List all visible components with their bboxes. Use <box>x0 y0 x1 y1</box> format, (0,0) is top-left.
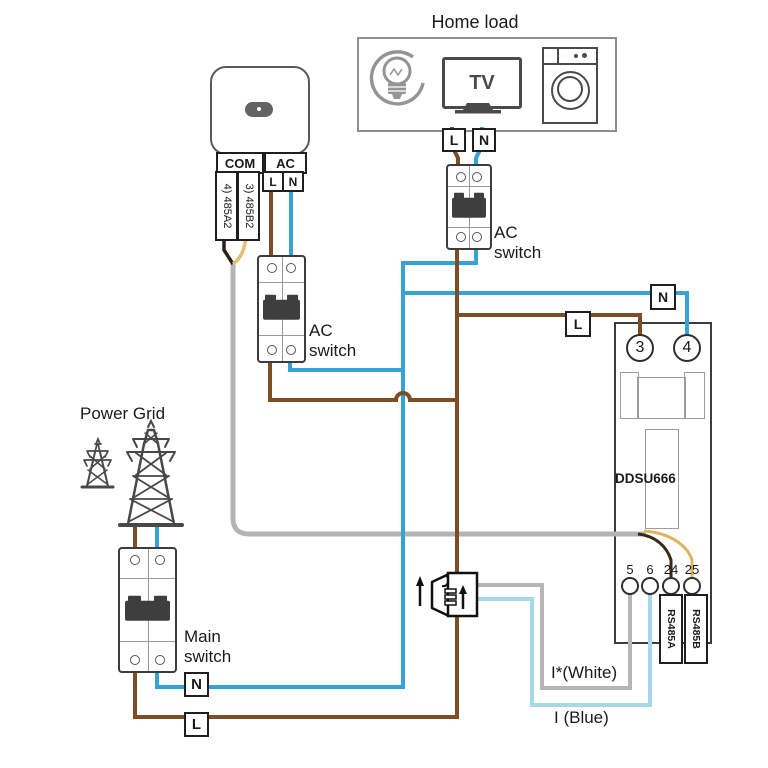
terminal-6-number: 6 <box>646 562 654 577</box>
breaker-handle <box>263 294 300 320</box>
terminal-25-number: 25 <box>684 562 700 577</box>
live-wire-main <box>133 243 459 719</box>
neutral-wire-main <box>155 243 478 689</box>
washer-drum-glass <box>557 76 583 102</box>
neutral-wire-to-meter <box>403 291 689 336</box>
ct-white-label: I*(White) <box>551 663 618 682</box>
terminal-4-number: 4 <box>682 339 692 356</box>
tv-stand-icon <box>455 103 501 114</box>
rs485b-split-wire <box>643 529 694 579</box>
terminal-3-circle <box>626 334 654 362</box>
power-grid-label: Power Grid <box>80 404 166 423</box>
inverter-n-tag: N <box>282 171 304 192</box>
terminal-4-circle <box>673 334 701 362</box>
home-load-title: Home load <box>431 12 519 32</box>
rs485b-label: RS485B <box>684 594 708 664</box>
meter-display <box>645 429 679 529</box>
terminal-5-circle <box>621 577 639 595</box>
meter-terminals <box>621 334 701 595</box>
ct-blue-lead-wire <box>478 593 652 707</box>
ct-white-lead-wire <box>478 583 632 690</box>
meter-l-tag: L <box>565 311 591 337</box>
rs485a-split-wire <box>637 532 673 579</box>
meter-model-label: DDSU666 <box>615 471 676 486</box>
power-tower-large-icon <box>118 418 184 527</box>
rs485-trunk-wire <box>230 264 646 537</box>
ac-switch-inverter-breaker <box>257 255 306 363</box>
inverter-485a-label: 4) 485A2 <box>215 171 238 241</box>
washing-machine-icon <box>542 47 598 124</box>
homeload-l-tag: L <box>442 128 466 152</box>
meter-terminal-cover-mid <box>637 377 686 419</box>
breaker-handle <box>451 192 487 218</box>
washer-knob-1 <box>574 54 578 58</box>
lightbulb-icon <box>369 50 425 106</box>
inverter-led-indicator <box>245 102 273 117</box>
washer-dispenser <box>557 49 559 63</box>
ct-blue-label: I (Blue) <box>554 708 609 727</box>
live-wire-to-meter <box>457 313 642 336</box>
terminal-24-number: 24 <box>663 562 679 577</box>
tv-label: TV <box>469 71 495 94</box>
washer-drum <box>551 71 590 110</box>
live-wire-acswitch-link <box>268 355 457 402</box>
inverter-l-tag: L <box>262 171 284 192</box>
meter-terminal-cover-left <box>620 372 639 419</box>
breaker-handle <box>124 595 171 621</box>
grid-n-tag: N <box>184 672 209 697</box>
homeload-n-tag: N <box>472 128 496 152</box>
ac-switch-homeload-breaker <box>446 164 492 250</box>
power-tower-small-icon <box>80 436 115 489</box>
terminal-24-circle <box>662 577 680 595</box>
inverter-485b-label: 3) 485B2 <box>237 171 260 241</box>
terminal-25-circle <box>683 577 701 595</box>
terminal-5-number: 5 <box>626 562 634 577</box>
meter-terminal-cover-right <box>684 372 705 419</box>
main-switch-breaker <box>118 547 177 673</box>
washer-panel-line <box>544 63 596 65</box>
washer-knob-2 <box>582 53 587 58</box>
terminal-3-number: 3 <box>635 339 645 356</box>
ct-sensor-icon <box>416 571 479 618</box>
meter-n-tag: N <box>650 284 676 310</box>
terminal-6-circle <box>641 577 659 595</box>
rs485a-label: RS485A <box>659 594 683 664</box>
grid-l-tag: L <box>184 712 209 737</box>
